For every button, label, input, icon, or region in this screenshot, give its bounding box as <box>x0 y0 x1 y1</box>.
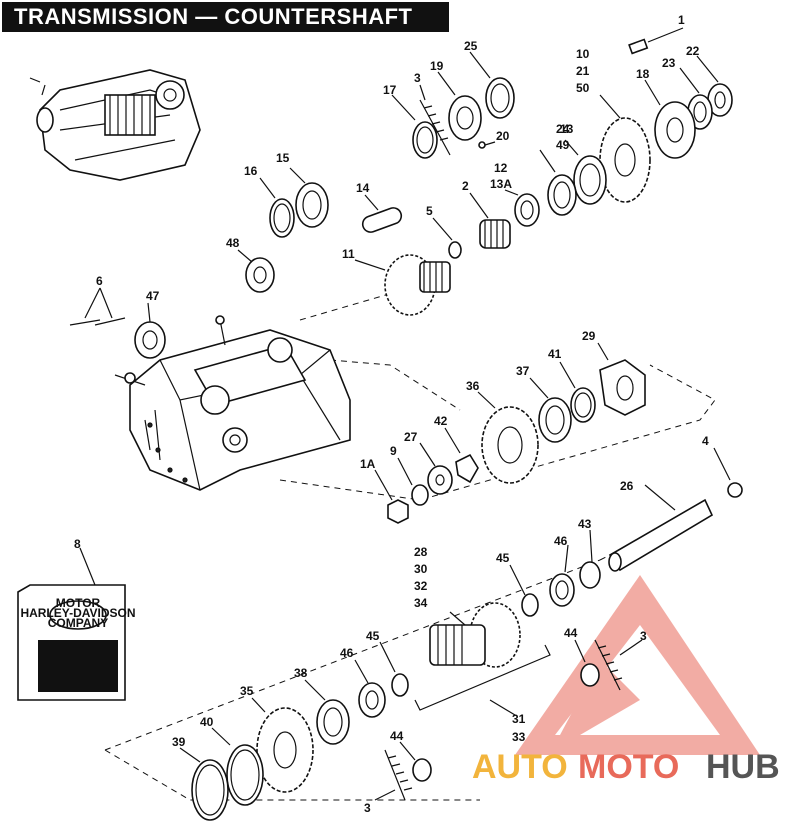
callout-47: 47 <box>146 289 160 303</box>
callout-28: 28 <box>414 545 428 559</box>
callout-21: 21 <box>576 64 590 78</box>
callout-25: 25 <box>464 39 478 53</box>
callout-46-top: 46 <box>554 534 568 548</box>
callout-35: 35 <box>240 684 254 698</box>
callout-3-top: 3 <box>414 71 421 85</box>
callout-31: 31 <box>512 712 526 726</box>
callout-6: 6 <box>96 274 103 288</box>
callout-2: 2 <box>462 179 469 193</box>
parts-box: MOTOR HARLEY-DAVIDSON COMPANY <box>17 584 136 701</box>
callout-5: 5 <box>426 204 433 218</box>
callout-11: 11 <box>342 247 355 261</box>
callout-44-bottom: 44 <box>390 729 404 743</box>
callout-18: 18 <box>636 67 650 81</box>
callout-24: 24 <box>556 122 570 136</box>
watermark-hub: HUB <box>706 748 780 786</box>
watermark-text: AUTO MOTO HUB <box>472 748 780 786</box>
callout-19: 19 <box>430 59 444 73</box>
callout-34: 34 <box>414 596 428 610</box>
callout-50: 50 <box>576 81 590 95</box>
callout-17: 17 <box>383 83 397 97</box>
callout-4: 4 <box>702 434 709 448</box>
callout-39: 39 <box>172 735 186 749</box>
callout-49: 49 <box>556 138 570 152</box>
upper-parts <box>69 38 733 359</box>
watermark-auto: AUTO <box>472 748 568 786</box>
callout-9: 9 <box>390 444 397 458</box>
callout-12: 12 <box>494 161 508 175</box>
watermark-moto: MOTO <box>578 748 679 786</box>
callout-20: 20 <box>496 129 510 143</box>
callout-14: 14 <box>356 181 370 195</box>
callout-15: 15 <box>276 151 290 165</box>
leader-lines <box>79 27 731 801</box>
callout-46-left: 46 <box>340 646 354 660</box>
callout-1A: 1A <box>360 457 376 471</box>
callout-43: 43 <box>578 517 592 531</box>
callout-40: 40 <box>200 715 214 729</box>
transmission-assembly-thumbnail <box>29 69 201 181</box>
middle-parts <box>387 359 743 572</box>
callout-29: 29 <box>582 329 596 343</box>
callout-labels: 1 22 25 10 21 50 18 23 3 19 17 20 24 49 … <box>74 13 709 815</box>
callout-41: 41 <box>548 347 562 361</box>
callout-8: 8 <box>74 537 81 551</box>
callout-22: 22 <box>686 44 700 58</box>
callout-13A: 13A <box>490 177 512 191</box>
callout-3-right: 3 <box>640 629 647 643</box>
callout-33: 33 <box>512 730 526 744</box>
callout-42: 42 <box>434 414 448 428</box>
box-label-line1: MOTOR <box>56 596 101 610</box>
callout-38: 38 <box>294 666 308 680</box>
callout-23: 23 <box>662 56 676 70</box>
lower-parts <box>191 561 623 821</box>
callout-32: 32 <box>414 579 428 593</box>
transmission-case <box>114 315 351 491</box>
callout-45-top: 45 <box>496 551 510 565</box>
callout-36: 36 <box>466 379 480 393</box>
callout-3-bottom: 3 <box>364 801 371 815</box>
callout-1: 1 <box>678 13 685 27</box>
callout-37: 37 <box>516 364 530 378</box>
callout-27: 27 <box>404 430 418 444</box>
callout-13: 13 <box>560 122 574 136</box>
callout-48: 48 <box>226 236 240 250</box>
watermark-logo <box>515 575 760 755</box>
callout-45-left: 45 <box>366 629 380 643</box>
callout-10: 10 <box>576 47 590 61</box>
callout-44-right: 44 <box>564 626 578 640</box>
diagram-title: TRANSMISSION — COUNTERSHAFT <box>2 2 449 32</box>
callout-16: 16 <box>244 164 258 178</box>
callout-30: 30 <box>414 562 428 576</box>
callout-26: 26 <box>620 479 634 493</box>
box-label-line3: COMPANY <box>48 616 108 630</box>
box-label-line2: HARLEY-DAVIDSON <box>20 606 135 620</box>
